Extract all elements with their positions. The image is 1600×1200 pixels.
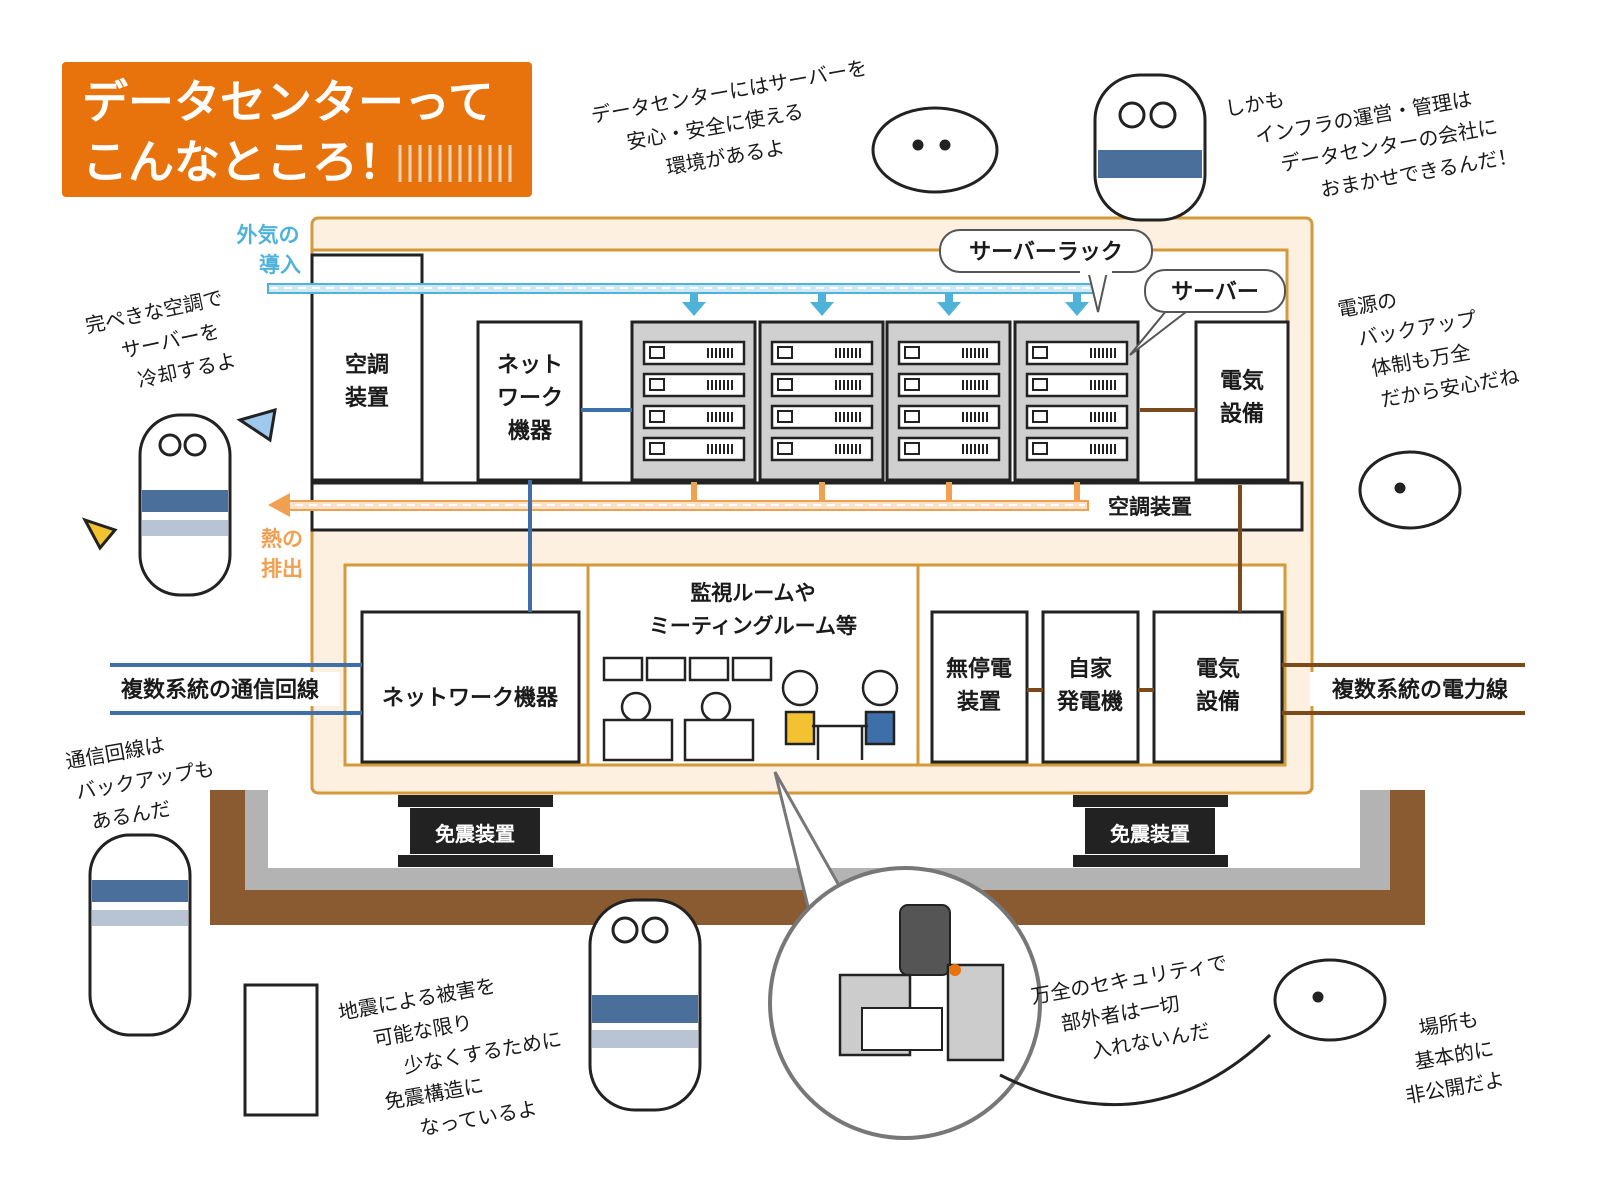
generator-line2: 発電機	[1056, 690, 1123, 715]
title-hatch	[398, 145, 512, 182]
note-bottom-quake: 地震による被害を 可能な限り 少なくするために 免震構造に なっているよ	[336, 973, 563, 1140]
server-unit	[1025, 404, 1129, 430]
server-unit	[897, 340, 1001, 366]
network-lower-label: ネットワーク機器	[382, 686, 559, 711]
note-bottom-right-2: 基本的に	[1413, 1036, 1496, 1074]
cool-air-arrow-icon	[682, 292, 706, 316]
isolator-right-label: 免震装置	[1110, 822, 1190, 846]
note-bottom-quake-1: 地震による被害を	[336, 973, 497, 1024]
note-right-power-1: 電源の	[1336, 288, 1399, 322]
heat-out-label-line2: 排出	[261, 557, 303, 581]
heat-out-label-line1: 熱の	[261, 527, 303, 551]
heat-risers	[691, 482, 1080, 502]
server-unit	[770, 404, 874, 430]
server-unit	[642, 404, 746, 430]
server-unit	[897, 436, 1001, 462]
ground-layer	[210, 790, 1425, 925]
heat-riser	[1074, 482, 1080, 502]
power-lines	[1027, 408, 1525, 715]
network-equipment-upper	[476, 320, 583, 482]
server-unit	[642, 340, 746, 366]
note-top-right: しかも インフラの運営・管理は データセンターの会社に おまかせできるんだ！	[1223, 86, 1519, 201]
electrical-lower-line2: 設備	[1196, 689, 1240, 715]
server-rack-2	[758, 320, 885, 482]
server-unit	[1025, 372, 1129, 398]
air-in-label-line1: 外気の	[237, 223, 300, 247]
electrical-upper	[1194, 320, 1290, 482]
cool-air-arrow-icon	[1065, 292, 1089, 316]
comm-lines-label: 複数系統の通信回線	[121, 677, 319, 703]
power-lines-label: 複数系統の電力線	[1332, 677, 1508, 703]
characters	[81, 73, 1462, 1117]
callout-rack-label: サーバーラック	[969, 240, 1123, 265]
ac-unit-tall-line1: 空調	[345, 352, 389, 378]
note-bottom-security: 万全のセキュリティで 部外者は一切 入れないんだ	[1029, 950, 1229, 1063]
server-unit	[897, 372, 1001, 398]
heat-riser	[819, 482, 825, 502]
title-line-1: データセンターって	[82, 75, 494, 129]
note-top-right-1: しかも	[1223, 87, 1286, 121]
generator-line1: 自家	[1068, 656, 1113, 682]
ac-unit-bottom-label: 空調装置	[1108, 495, 1192, 519]
isolator-right: 免震装置	[1073, 795, 1228, 867]
air-in-label-line2: 導入	[259, 253, 301, 277]
callout-server: サーバー	[1129, 269, 1286, 356]
title-banner: データセンターって こんなところ！	[62, 62, 532, 197]
server-rack-4	[1013, 320, 1140, 482]
network-upper-line2: ワーク	[497, 386, 563, 411]
electrical-lower-line1: 電気	[1196, 656, 1240, 682]
note-top-center: データセンターにはサーバーを 安心・安全に使える 環境があるよ	[589, 55, 869, 179]
note-left-comm-3: あるんだ	[89, 796, 172, 834]
server-unit	[897, 404, 1001, 430]
network-upper-line1: ネット	[497, 353, 563, 378]
ac-unit-tall-line2: 装置	[345, 386, 389, 411]
server-rack-1	[630, 320, 757, 482]
network-upper-line3: 機器	[508, 419, 553, 444]
server-unit	[642, 372, 746, 398]
network-equipment-lower	[360, 610, 581, 764]
heat-riser	[946, 482, 952, 502]
cool-air-arrows	[682, 292, 1089, 316]
isolator-left: 免震装置	[398, 795, 553, 867]
ups-line2: 装置	[957, 690, 1001, 715]
ups-line1: 無停電	[946, 656, 1012, 682]
monitoring-line2: ミーティングルーム等	[649, 614, 857, 638]
server-unit	[1025, 436, 1129, 462]
electrical-upper-line1: 電気	[1220, 368, 1264, 394]
isolator-left-label: 免震装置	[435, 822, 515, 846]
generator-unit	[1041, 610, 1140, 764]
electrical-upper-line2: 設備	[1220, 401, 1264, 427]
server-rack-3	[885, 320, 1012, 482]
callout-server-label: サーバー	[1171, 280, 1259, 305]
cool-air-arrow-icon	[937, 292, 961, 316]
monitoring-line1: 監視ルームや	[690, 581, 815, 605]
note-bottom-right-1: 場所も	[1417, 1007, 1480, 1041]
heat-riser	[691, 482, 697, 502]
title-line-2: こんなところ！	[82, 135, 404, 189]
server-unit	[1025, 340, 1129, 366]
server-unit	[770, 340, 874, 366]
security-zoom	[768, 771, 1042, 1140]
note-left-cool: 完ぺきな空調で サーバーを 冷却するよ	[83, 285, 238, 392]
cool-air-arrow-icon	[810, 292, 834, 316]
callout-server-rack: サーバーラック	[939, 229, 1153, 313]
heat-flow	[268, 482, 1089, 517]
monitoring-room-illustration	[602, 656, 899, 762]
server-unit	[770, 436, 874, 462]
note-right-power: 電源の バックアップ 体制も万全 だから安心だね	[1336, 288, 1521, 412]
title-background	[62, 62, 532, 197]
note-left-comm: 通信回線は バックアップも あるんだ	[64, 732, 217, 834]
network-lines	[110, 408, 632, 715]
electrical-lower	[1152, 610, 1284, 764]
server-racks	[630, 320, 1140, 482]
ups-unit	[930, 610, 1029, 764]
note-bottom-right: 場所も 基本的に 非公開だよ	[1403, 1007, 1506, 1108]
server-unit	[770, 372, 874, 398]
server-unit	[642, 436, 746, 462]
